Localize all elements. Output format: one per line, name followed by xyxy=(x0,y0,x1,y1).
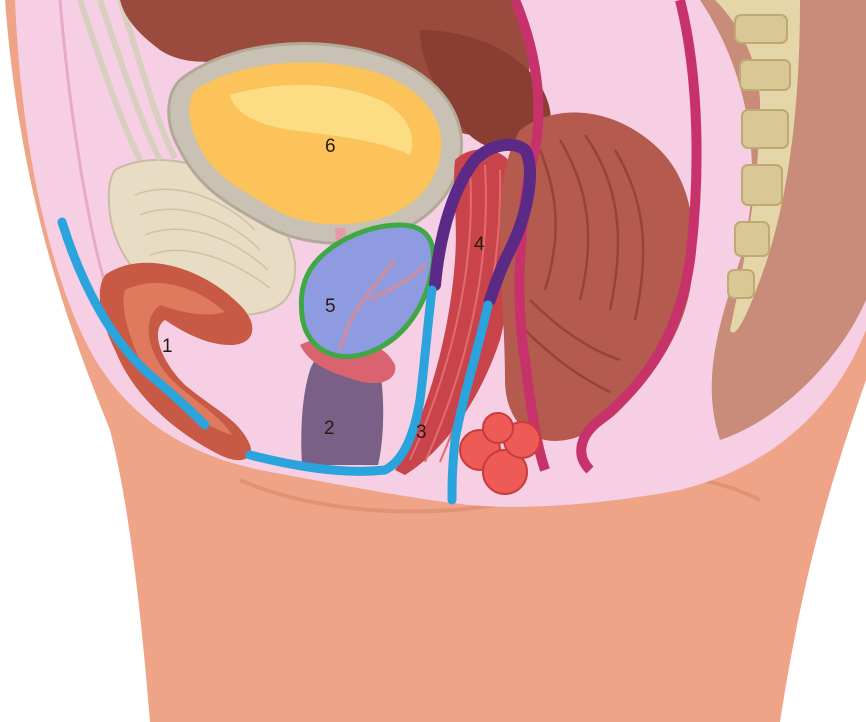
label-4: 4 xyxy=(474,234,485,255)
label-6: 6 xyxy=(325,136,336,157)
label-3: 3 xyxy=(416,422,427,443)
label-2: 2 xyxy=(324,418,335,439)
label-1: 1 xyxy=(162,336,173,357)
label-5: 5 xyxy=(325,296,336,317)
